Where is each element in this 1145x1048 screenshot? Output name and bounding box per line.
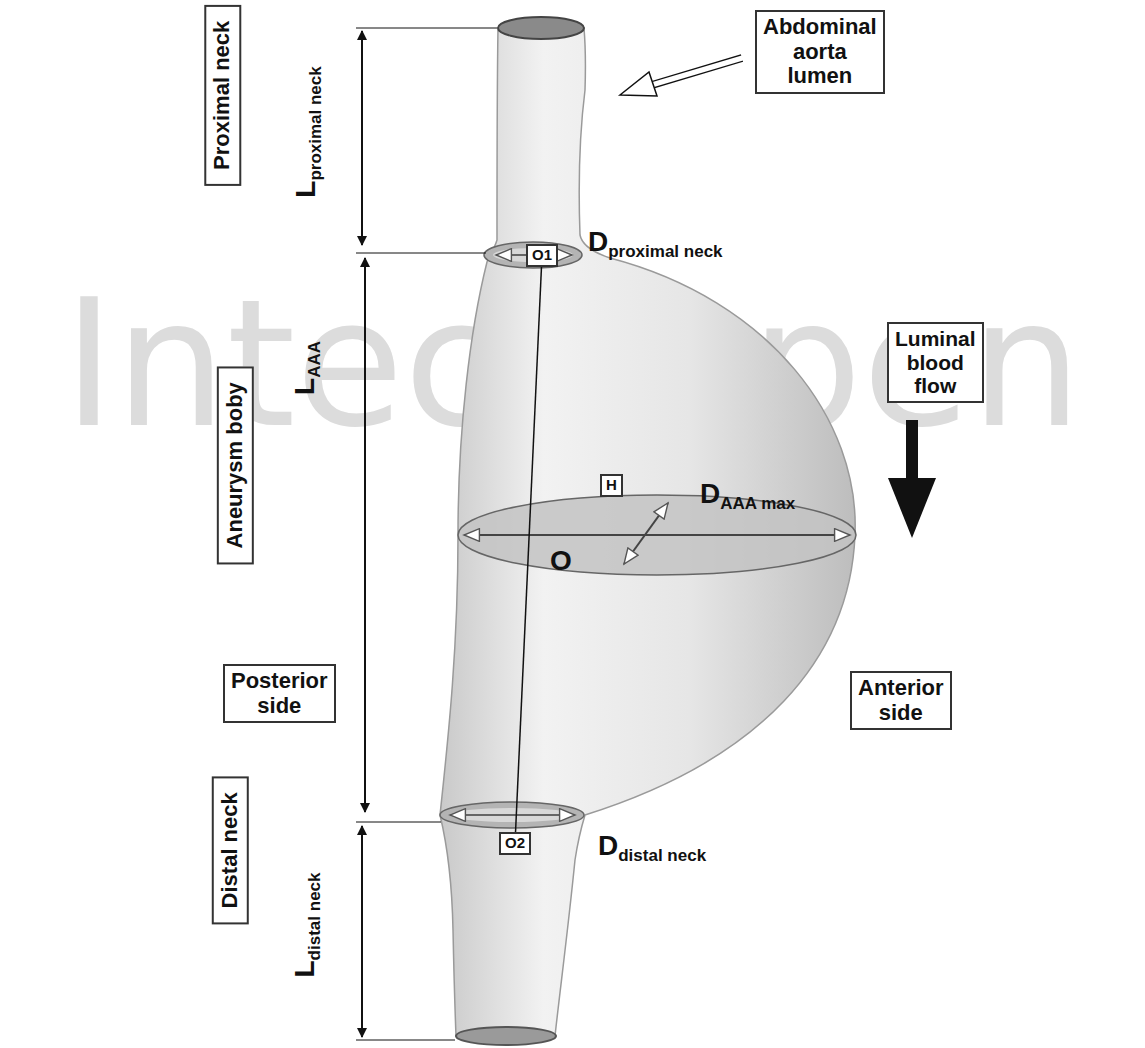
callout-box: Abdominal aorta lumen [755,10,885,94]
extension-line [356,822,441,823]
box-text: Anterior side [858,676,944,725]
distal-ring [440,802,584,828]
distal-ring-inner [450,808,574,822]
flow-arrow-shaft [906,420,918,480]
box-text: Distal neck [218,792,243,908]
dimension-subscript: distal neck [618,846,706,865]
center-label: O [550,545,572,577]
extension-line [356,253,486,254]
dimension-arrow [361,826,363,1037]
box-text: Aneurysm boby [223,382,248,548]
max-diameter-arrow [464,534,850,536]
region-box: Proximal neck [204,5,241,186]
dimension-subscript: AAA max [720,494,795,513]
dimension-symbol: L [289,378,320,395]
callout-box: Luminal blood flow [887,322,984,403]
box-text: H [606,477,617,494]
dimension-subscript: proximal neck [608,242,722,261]
box-text: Posterior side [231,669,328,718]
dimension-arrow [361,31,363,245]
aorta-outline [440,28,855,1036]
dimension-symbol: D [700,478,720,509]
length-label: Lproximal neck [290,66,326,197]
dimension-symbol: D [598,830,618,861]
extension-line [356,28,497,29]
dimension-symbol: L [289,960,320,977]
distal-diameter-arrow [450,814,575,816]
dimension-symbol: D [588,226,608,257]
flow-arrow-head [888,478,936,538]
pointer-head [620,72,657,96]
region-box: Aneurysm boby [217,366,254,564]
box-text: Proximal neck [210,21,235,170]
box-text: Luminal blood flow [895,327,976,398]
side-box: Anterior side [850,671,952,730]
dimension-subscript: proximal neck [306,66,325,180]
extension-line [356,1040,455,1041]
box-text: O2 [505,835,525,852]
dimension-subscript: AAA [305,341,324,378]
dimension-box: H [600,474,623,497]
bottom-opening [456,1027,556,1045]
proximal-ring [484,242,582,268]
axis-line [516,267,542,832]
region-box: Distal neck [212,776,249,924]
dimension-subscript: distal neck [305,873,324,961]
pointer-shaft-fill [650,58,744,86]
diameter-label: Dproximal neck [588,226,723,262]
diameter-label: DAAA max [700,478,795,514]
dimension-symbol: O [550,545,572,576]
h-arrow [624,503,668,564]
diameter-label: Ddistal neck [598,830,706,866]
length-label: Ldistal neck [289,873,325,978]
dimension-symbol: L [290,181,321,198]
length-label: LAAA [289,341,325,395]
center-point-box: O1 [526,244,558,267]
side-box: Posterior side [223,664,336,723]
max-diameter-ring [458,495,856,575]
box-text: O1 [532,247,552,264]
top-opening [498,17,584,39]
box-text: Abdominal aorta lumen [763,15,877,89]
dimension-arrow [364,258,366,812]
center-point-box: O2 [499,832,531,855]
